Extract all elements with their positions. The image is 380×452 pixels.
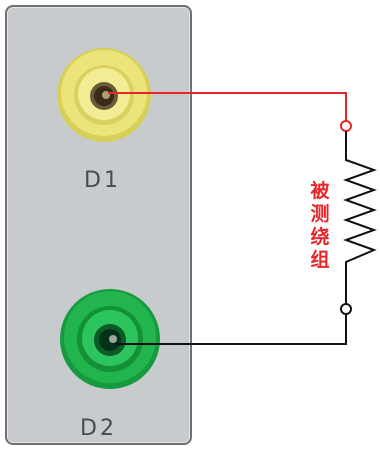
winding-char-3: 绕 (310, 226, 330, 248)
d2-label: D2 (80, 416, 117, 441)
winding-char-1: 被 (310, 180, 330, 202)
winding-char-4: 组 (310, 249, 330, 271)
black-wire (116, 314, 347, 345)
winding-char-2: 测 (310, 203, 330, 225)
d2-socket-icon[interactable] (60, 289, 160, 389)
top-node-icon (340, 120, 352, 132)
d1-socket-icon[interactable] (57, 48, 151, 142)
d1-label: D1 (84, 168, 121, 193)
winding-label: 被 测 绕 组 (308, 180, 332, 272)
coil-icon (343, 131, 377, 303)
bottom-node-icon (340, 303, 352, 315)
red-wire (108, 92, 347, 121)
